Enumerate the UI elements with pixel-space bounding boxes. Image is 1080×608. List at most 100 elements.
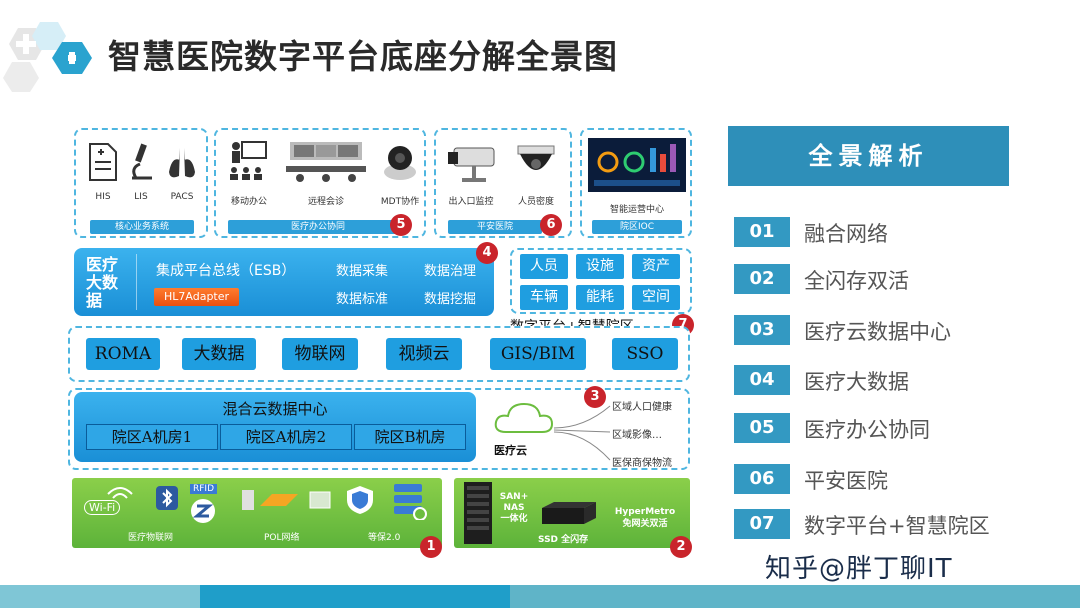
- office-collab-caption: 医疗办公协同: [228, 220, 408, 234]
- item-num-06: 06: [734, 464, 790, 494]
- cloud-item-health: 区域人口健康: [612, 402, 672, 413]
- zigbee-icon: [191, 499, 215, 523]
- footer-strip-blue: [200, 585, 510, 608]
- hl7-adapter: HL7Adapter: [154, 288, 240, 306]
- platform-gisbim: GIS/BIM: [490, 338, 586, 370]
- lungs-xray-icon: [169, 148, 195, 178]
- remote-consultation-icon: [286, 142, 366, 182]
- platform-roma: ROMA: [86, 338, 160, 370]
- bluetooth-icon: [156, 486, 178, 510]
- item-text-05: 医疗办公协同: [804, 418, 930, 442]
- room-b: 院区B机房: [354, 424, 466, 450]
- security-shield-icon: [347, 486, 373, 514]
- header-hexagon-decoration: [3, 22, 92, 92]
- item-text-04: 医疗大数据: [804, 370, 909, 394]
- item-num-01: 01: [734, 217, 790, 247]
- tile-space: 空间: [632, 285, 680, 310]
- footer-strip-light: [510, 585, 1080, 608]
- page-title: 智慧医院数字平台底座分解全景图: [108, 37, 618, 76]
- storage-band: SAN+ NAS 一体化 SSD 全闪存 HyperMetro 免网关双活: [454, 478, 690, 548]
- item-num-03: 03: [734, 315, 790, 345]
- san-nas-label: SAN+ NAS 一体化: [499, 492, 529, 524]
- platform-iot: 物联网: [282, 338, 358, 370]
- ssd-label: SSD 全闪存: [538, 535, 589, 545]
- room-a2: 院区A机房2: [220, 424, 352, 450]
- mobile-office-icon: [230, 141, 267, 180]
- wifi-signal-icon: [107, 487, 133, 499]
- cloud-item-imaging: 区域影像…: [612, 430, 662, 441]
- platform-row: [68, 326, 690, 382]
- esb-band: 医疗大数据 集成平台总线（ESB） HL7Adapter 数据采集 数据治理 数…: [74, 248, 494, 316]
- office-collab-box: 移动办公 远程会诊 MDT协作 医疗办公协同: [214, 128, 426, 238]
- badge-6: 6: [540, 214, 562, 236]
- badge-3: 3: [584, 386, 606, 408]
- remote-consult-label: 远程会诊: [307, 197, 344, 207]
- room-a1: 院区A机房1: [86, 424, 218, 450]
- rfid-icon: RFID: [190, 484, 218, 494]
- ioc-box: 智能运营中心 院区IOC: [580, 128, 692, 238]
- wifi-icon: Wi-Fi: [84, 500, 121, 515]
- tile-assets: 资产: [632, 254, 680, 279]
- mobile-office-label: 移动办公: [230, 197, 267, 207]
- lis-label: LIS: [134, 192, 148, 202]
- camera-icon: [384, 146, 416, 180]
- item-num-05: 05: [734, 413, 790, 443]
- esb-separator: [136, 254, 137, 310]
- his-label: HIS: [95, 192, 111, 202]
- core-business-caption: 核心业务系统: [90, 220, 194, 234]
- his-document-icon: [89, 143, 117, 181]
- pol-network-icon: [242, 490, 331, 510]
- hybrid-cloud-title: 混合云数据中心: [222, 400, 328, 418]
- iot-network-label: 医疗物联网: [128, 533, 174, 543]
- safety-caption: 平安医院: [448, 220, 542, 234]
- item-text-03: 医疗云数据中心: [804, 320, 951, 344]
- item-text-02: 全闪存双活: [804, 269, 909, 293]
- platform-bigdata: 大数据: [182, 338, 256, 370]
- badge-5: 5: [390, 214, 412, 236]
- dashboard-screen-icon: [588, 138, 686, 192]
- network-band: Wi-Fi RFID 医疗物联网 POL网络: [72, 478, 442, 548]
- item-text-07: 数字平台+智慧院区: [804, 514, 990, 538]
- medical-cloud-label: 医疗云: [494, 444, 527, 457]
- cloud-connectors: [554, 405, 611, 461]
- platform-sso: SSO: [612, 338, 678, 370]
- data-governance: 数据治理: [424, 264, 477, 279]
- mdt-label: MDT协作: [380, 197, 420, 207]
- storage-rack-icon: [464, 482, 492, 544]
- ioc-caption: 院区IOC: [592, 220, 682, 234]
- item-text-06: 平安医院: [804, 469, 888, 493]
- dome-camera-icon: [517, 145, 555, 170]
- footer-strip-teal: [0, 585, 200, 608]
- tile-energy: 能耗: [576, 285, 624, 310]
- panel-heading: 全景解析: [728, 126, 1009, 186]
- cloud-icon: [494, 402, 554, 433]
- medical-bigdata-label: 医疗大数据: [86, 255, 119, 310]
- hybrid-cloud-dc: 混合云数据中心 院区A机房1 院区A机房2 院区B机房: [74, 392, 476, 462]
- entrance-monitor-label: 出入口监控: [448, 197, 494, 207]
- surveillance-camera-icon: [448, 147, 495, 182]
- server-stack-icon: [394, 484, 427, 520]
- core-business-box: HIS LIS PACS 核心业务系统: [74, 128, 208, 238]
- crowd-density-label: 人员密度: [517, 197, 554, 207]
- data-mining: 数据挖掘: [424, 292, 477, 307]
- badge-1: 1: [420, 536, 442, 558]
- badge-4: 4: [476, 242, 498, 264]
- item-text-01: 融合网络: [804, 222, 888, 246]
- item-num-07: 07: [734, 509, 790, 539]
- microscope-icon: [132, 143, 152, 180]
- tile-vehicles: 车辆: [520, 285, 568, 310]
- tile-personnel: 人员: [520, 254, 568, 279]
- hypermetro-label: HyperMetro 免网关双活: [614, 507, 676, 529]
- data-collection: 数据采集: [336, 264, 389, 279]
- mlps-label: 等保2.0: [368, 533, 401, 543]
- pacs-label: PACS: [170, 192, 194, 202]
- data-standard: 数据标准: [336, 292, 389, 307]
- platform-videocloud: 视频云: [386, 338, 462, 370]
- watermark: 知乎@胖丁聊IT: [765, 554, 953, 584]
- ssd-array-icon: [542, 502, 596, 524]
- esb-bus-label: 集成平台总线（ESB）: [156, 263, 296, 279]
- ioc-icon-label: 智能运营中心: [609, 205, 664, 215]
- pol-network-label: POL网络: [264, 533, 300, 543]
- cloud-item-insurance: 医保商保物流: [612, 458, 672, 469]
- badge-2: 2: [670, 536, 692, 558]
